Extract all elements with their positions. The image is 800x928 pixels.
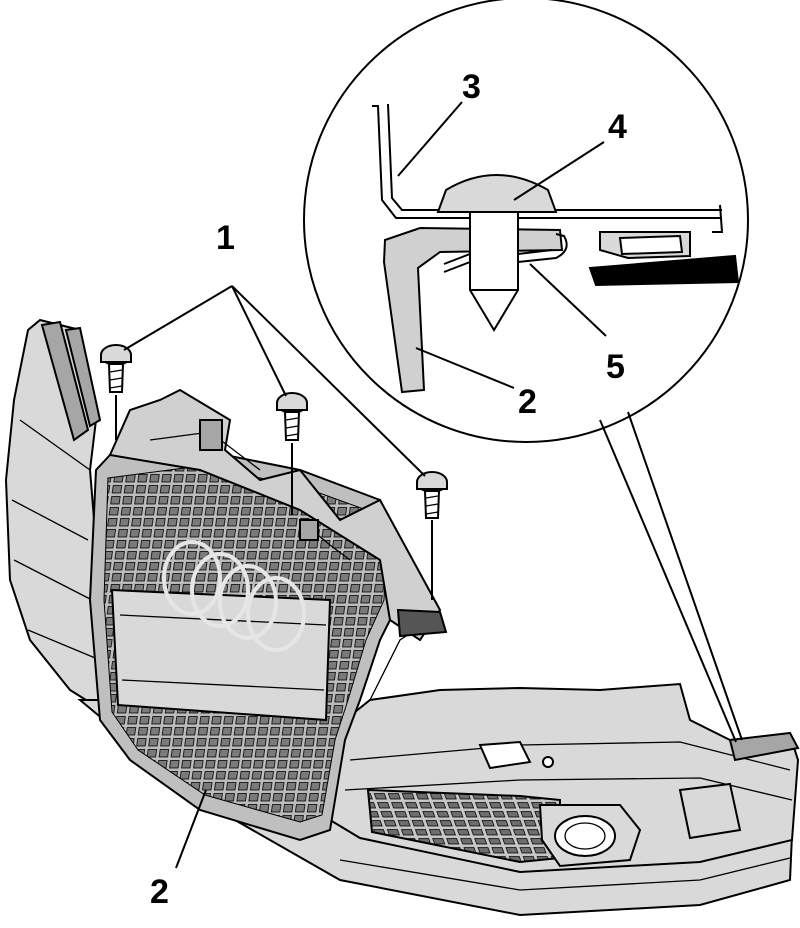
callout-5-clip: 5 <box>606 348 625 386</box>
callout-2-detail-grille: 2 <box>518 383 537 421</box>
detail-screw-shank <box>469 211 519 332</box>
detail-clip <box>443 233 568 273</box>
callout-3-bracket: 3 <box>462 68 481 106</box>
screw-right <box>416 471 448 600</box>
screw-center <box>276 392 308 515</box>
rings-emblem-logo <box>162 540 306 652</box>
detail-leader-line-b <box>627 411 743 741</box>
detail-view <box>303 0 749 743</box>
callout-2-grille: 2 <box>150 873 169 911</box>
radiator-grille <box>88 388 448 842</box>
leader-line-grille <box>175 789 207 869</box>
detail-screw-head <box>436 174 558 213</box>
leader-lines-screws <box>123 285 426 477</box>
callout-1-screws: 1 <box>216 219 235 257</box>
screw-left <box>100 344 132 440</box>
detail-leader-line-a <box>599 419 737 743</box>
detail-circle <box>303 0 749 443</box>
callout-4-screw: 4 <box>608 108 627 146</box>
